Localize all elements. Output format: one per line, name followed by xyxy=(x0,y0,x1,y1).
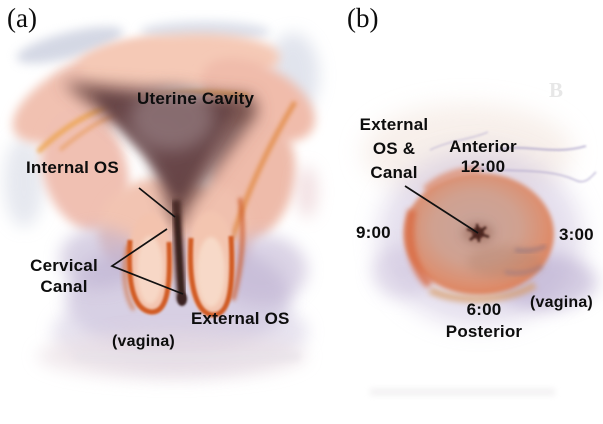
watermark-letter: B xyxy=(549,78,564,102)
nine-oclock-label: 9:00 xyxy=(356,223,391,242)
leader-line-cervical-canal xyxy=(110,228,184,295)
external-os-label: External OS xyxy=(191,309,290,328)
three-oclock-label: 3:00 xyxy=(559,225,594,244)
uterus-illustration xyxy=(4,21,319,380)
leader-lines xyxy=(110,185,479,295)
cervix-illustration xyxy=(297,104,597,326)
panel-a-tag: (a) xyxy=(7,3,37,33)
six-posterior-label: 6:00 Posterior xyxy=(434,299,534,343)
posterior-label: Posterior xyxy=(445,322,523,341)
panel-b-tag: (b) xyxy=(347,3,379,33)
anterior-12-label: Anterior 12:00 xyxy=(437,137,529,177)
external-os-canal-label-line1: External xyxy=(359,115,429,134)
external-os-canal-label: External OS & Canal xyxy=(349,113,439,185)
cervical-canal-label: Cervical Canal xyxy=(18,255,110,297)
leader-line-external-os-canal xyxy=(404,185,479,234)
vagina-label-b: (vagina) xyxy=(530,294,593,311)
internal-os-label: Internal OS xyxy=(26,158,119,177)
cervical-canal-label-line1: Cervical xyxy=(30,256,98,275)
cervical-canal-label-line2: Canal xyxy=(40,277,88,296)
external-os-canal-label-line3: Canal xyxy=(370,163,418,182)
twelve-oclock-label: 12:00 xyxy=(460,157,506,176)
vagina-label-a: (vagina) xyxy=(112,333,175,350)
six-oclock-label: 6:00 xyxy=(466,300,502,319)
anterior-label: Anterior xyxy=(449,137,517,156)
external-os-canal-label-line2: OS & xyxy=(372,139,416,158)
leader-line-internal-os xyxy=(138,187,176,218)
uterine-cavity-label: Uterine Cavity xyxy=(137,89,255,108)
